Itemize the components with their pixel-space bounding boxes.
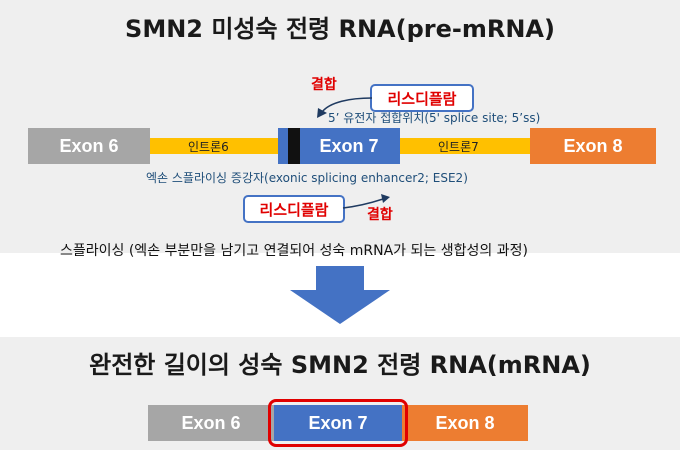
intron7-bar [400,138,530,154]
exon7-label: Exon 7 [319,135,379,156]
exon8-block: Exon 8 [530,128,656,164]
splicing-description: 스플라이싱 (엑손 부분만을 남기고 연결되어 성숙 mRNA가 되는 생합성의… [60,243,528,259]
exon6-label: Exon 6 [59,135,119,156]
intron6-bar [150,138,278,154]
risdiplam-label-bottom: 리스디플람 [259,200,329,219]
intron6-label: 인트론6 [188,140,229,154]
exon8-label: Exon 8 [563,135,623,156]
exon7-highlight-box [268,399,408,447]
mature-exon6-label: Exon 6 [181,412,241,433]
risdiplam-label-top: 리스디플람 [387,89,457,108]
mature-mrna-title: 완전한 길이의 성숙 SMN2 전령 RNA(mRNA) [89,351,591,379]
exon6-block: Exon 6 [28,128,150,164]
splice-site-marker [288,128,300,164]
risdiplam-box-top: 리스디플람 [370,84,474,112]
splice-site-label: 5’ 유전자 접합위치(5' splice site; 5’ss) [328,111,541,125]
risdiplam-box-bottom: 리스디플람 [243,195,345,223]
mature-exon7-block: Exon 7 [274,405,402,441]
mature-exon6-block: Exon 6 [148,405,274,441]
enhancer-label: 엑손 스플라이싱 증강자(exonic splicing enhancer2; … [146,171,468,185]
mature-exon7-label: Exon 7 [308,412,368,433]
mature-exon8-label: Exon 8 [435,412,495,433]
pre-mrna-title: SMN2 미성숙 전령 RNA(pre-mRNA) [125,15,555,43]
intron7-label: 인트론7 [438,140,479,154]
mature-exon8-block: Exon 8 [402,405,528,441]
binding-label-top: 결합 [311,77,337,93]
binding-label-bottom: 결합 [367,207,393,223]
